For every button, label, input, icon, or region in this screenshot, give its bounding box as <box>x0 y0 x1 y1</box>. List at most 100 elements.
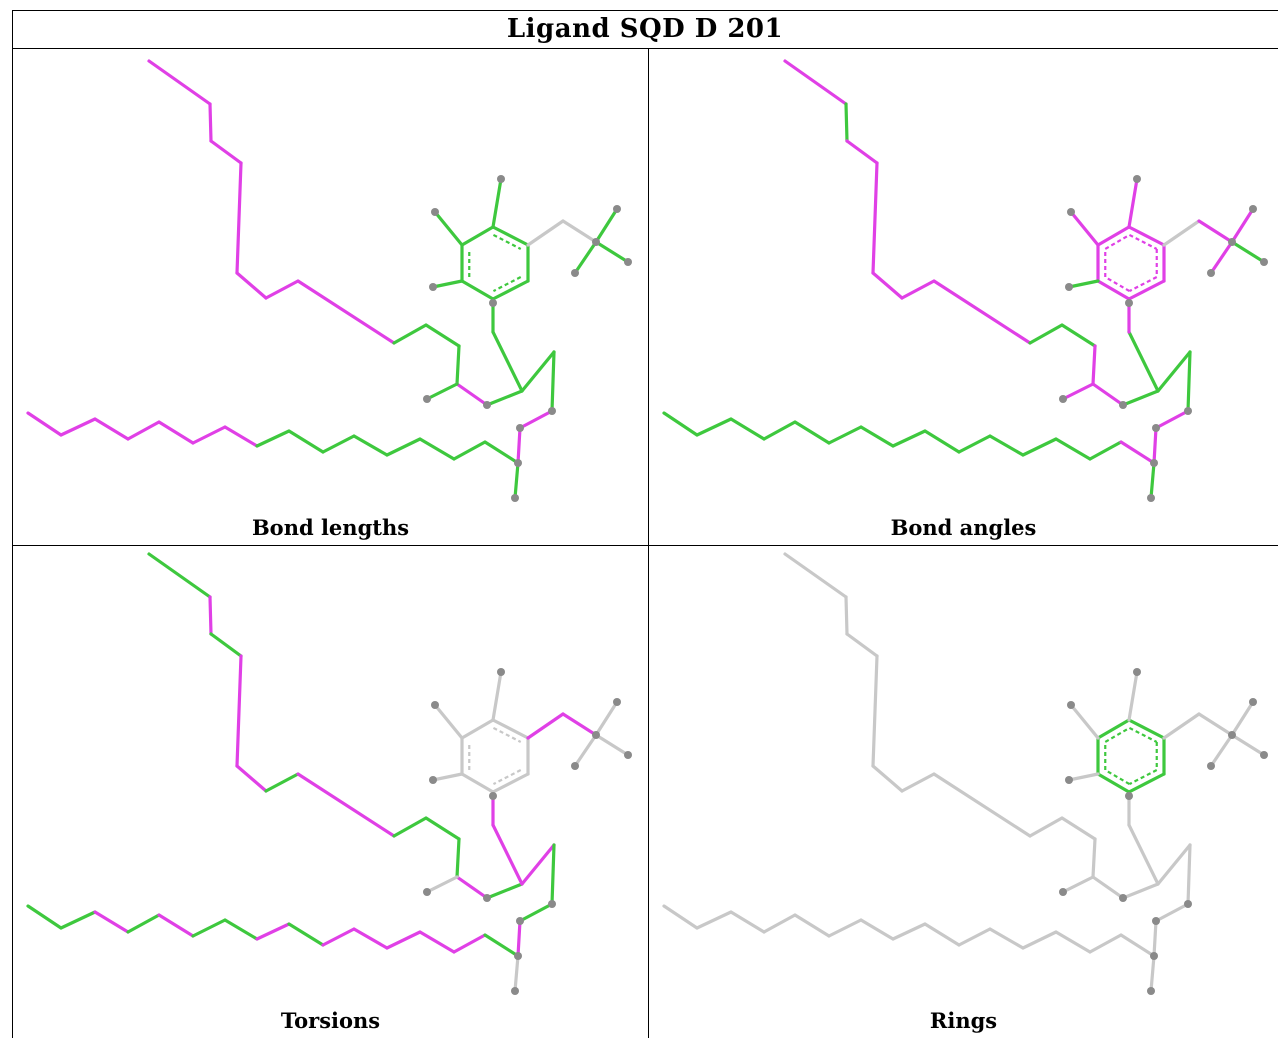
atom-cq <box>1228 238 1236 246</box>
bond-t2-t3 <box>695 910 733 930</box>
atom-b5 <box>489 299 497 307</box>
bond-t5-t6 <box>793 420 831 445</box>
bond-r2-ch2 <box>1162 219 1201 247</box>
bond-t8-t9 <box>255 429 291 448</box>
bond-c7-c8 <box>296 772 396 838</box>
bond-r1-h1 <box>1127 177 1139 229</box>
bond-t4-t5 <box>762 913 797 934</box>
bond-r6-r1 <box>1096 225 1131 247</box>
bond-r6-r1 <box>460 718 495 740</box>
bond-c3-c4 <box>845 139 879 165</box>
bond-r5-h3 <box>1067 772 1100 782</box>
atom-f1 <box>511 987 519 995</box>
molecule-view-rings <box>662 552 1268 995</box>
bond-r3-r4 <box>491 279 530 301</box>
atom-h3 <box>1065 283 1073 291</box>
bond-t6-t7 <box>191 425 227 445</box>
bond-r4-r5 <box>460 772 495 794</box>
bond-c11-o1 <box>1061 875 1095 894</box>
bond-c6-c7 <box>264 279 300 300</box>
bond-t4-t5 <box>762 420 797 441</box>
bond-t6-t7 <box>827 425 863 445</box>
atom-h3 <box>1065 776 1073 784</box>
bond-r1-h1 <box>1127 670 1139 722</box>
panel-bond-angles: Bond angles <box>649 49 1278 545</box>
bond-c12-b1 <box>1121 389 1160 407</box>
panel-caption: Bond angles <box>890 515 1037 540</box>
bond-c12-b1 <box>1121 882 1160 900</box>
atom-h3 <box>429 283 437 291</box>
aromatic-bond <box>1128 276 1158 293</box>
bond-c4-c5 <box>235 161 243 275</box>
aromatic-bond <box>1128 233 1158 250</box>
bond-cq-m3 <box>573 240 598 275</box>
atom-h1 <box>1133 668 1141 676</box>
bond-b3-b4 <box>518 409 554 430</box>
bond-t14-t15 <box>1088 440 1123 461</box>
atom-c12 <box>483 401 491 409</box>
bond-r6-h2 <box>433 210 464 247</box>
bond-t12-t13 <box>385 437 422 457</box>
bond-r6-r1 <box>460 225 495 247</box>
bond-t14-t15 <box>452 440 487 461</box>
atom-b4 <box>516 917 524 925</box>
bond-r4-r5 <box>460 279 495 301</box>
bond-t7-t8 <box>859 425 895 448</box>
aromatic-bond <box>492 276 522 293</box>
bond-cq-m1 <box>594 207 619 244</box>
atom-c12 <box>1119 894 1127 902</box>
bond-t16-f1 <box>1149 954 1156 993</box>
bond-t1-t2 <box>26 411 63 437</box>
bond-c8-c9 <box>1028 323 1064 345</box>
molecule-view-torsions <box>26 552 632 995</box>
bond-c11-c12 <box>1091 382 1125 407</box>
bond-ch2-cq <box>561 712 598 737</box>
bond-c9-c10 <box>424 816 461 841</box>
bond-t2-t3 <box>695 417 733 437</box>
bond-r1-r2 <box>1127 225 1166 247</box>
bond-t11-t12 <box>988 434 1025 457</box>
ligand-validation-table: Ligand SQD D 201 Bond lengths Bond angle… <box>12 10 1278 1038</box>
bond-c11-c12 <box>1091 875 1125 900</box>
atom-f1 <box>511 494 519 502</box>
bond-c3-c4 <box>209 632 243 658</box>
bond-t15-t16 <box>1119 933 1156 958</box>
bond-t9-t10 <box>287 922 325 947</box>
bond-c11-o1 <box>425 382 459 401</box>
table-top-border <box>12 10 1278 11</box>
bond-t15-t16 <box>483 440 520 465</box>
bond-t6-t7 <box>827 918 863 938</box>
bond-ch2-cq <box>1197 219 1234 244</box>
atom-m3 <box>1207 269 1215 277</box>
bond-r3-r4 <box>491 772 530 794</box>
aromatic-bond <box>1104 769 1130 786</box>
bond-cq-m1 <box>594 700 619 737</box>
bond-t9-t10 <box>287 429 325 454</box>
bond-c10-c11 <box>455 837 461 879</box>
atom-cq <box>592 731 600 739</box>
bond-r5-h3 <box>1067 279 1100 289</box>
bond-c9-c10 <box>1060 816 1097 841</box>
bond-t3-t4 <box>729 417 766 441</box>
molecule-structure <box>662 552 1268 995</box>
bond-cq-m1 <box>1230 700 1255 737</box>
bond-cq-m3 <box>573 733 598 768</box>
bond-r3-r4 <box>1127 772 1166 794</box>
bond-c2-c3 <box>208 595 213 636</box>
atom-m2 <box>624 751 632 759</box>
bond-b4-t16 <box>516 919 522 958</box>
panel-caption: Torsions <box>280 1008 381 1033</box>
bond-r6-h2 <box>1069 703 1100 740</box>
bond-b1-b6 <box>491 823 524 886</box>
bond-ch2-cq <box>1197 712 1234 737</box>
bond-cq-m2 <box>594 733 630 757</box>
bond-t12-t13 <box>385 930 422 950</box>
title-divider <box>12 48 1278 49</box>
atom-b4 <box>516 424 524 432</box>
bond-r1-r2 <box>1127 718 1166 740</box>
bond-c3-c4 <box>845 632 879 658</box>
molecule-structure <box>662 59 1268 502</box>
bond-t10-t11 <box>321 434 356 454</box>
bond-c3-c4 <box>209 139 243 165</box>
bond-c4-c5 <box>871 161 879 275</box>
